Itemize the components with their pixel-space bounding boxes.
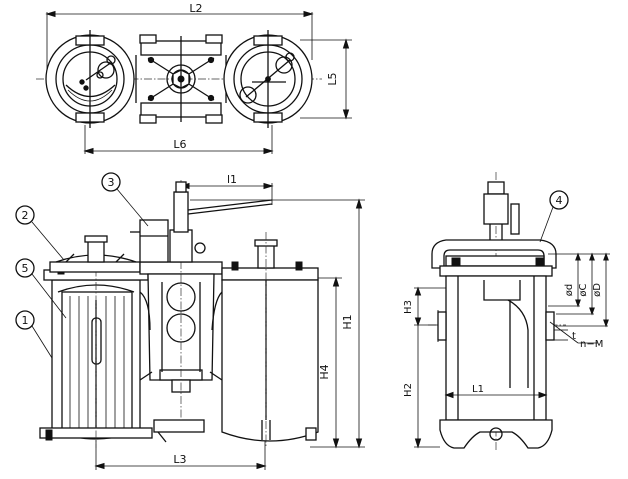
label-t: t bbox=[572, 331, 576, 342]
callout-4: 4 bbox=[539, 190, 569, 243]
callout-2: 2 bbox=[15, 205, 65, 261]
callout-4-label: 4 bbox=[556, 194, 563, 207]
callout-3: 3 bbox=[101, 172, 149, 227]
right-strainer-body bbox=[221, 232, 319, 448]
label-H3: H3 bbox=[403, 300, 414, 314]
dimension-L2: L2 bbox=[45, 2, 314, 80]
callout-2-label: 2 bbox=[22, 209, 29, 222]
dimension-L6: L6 bbox=[83, 125, 274, 155]
callout-5: 5 bbox=[15, 258, 67, 319]
left-strainer-body bbox=[39, 255, 153, 448]
callout-1-label: 1 bbox=[22, 314, 29, 327]
callout-1: 1 bbox=[15, 310, 53, 359]
label-l1: l1 bbox=[227, 173, 237, 186]
changeover-valve bbox=[130, 180, 273, 443]
dimension-L3: L3 bbox=[94, 440, 267, 470]
dimension-H3: H3 bbox=[403, 286, 446, 327]
label-D: øD bbox=[592, 283, 603, 297]
dimension-H1: H1 bbox=[190, 198, 365, 449]
left-cover bbox=[49, 235, 141, 273]
label-L3: L3 bbox=[173, 453, 186, 466]
right-housing-plan bbox=[223, 30, 313, 128]
leader-nM: n−M bbox=[549, 321, 603, 350]
label-H4: H4 bbox=[318, 364, 331, 379]
dimension-H2: H2 bbox=[403, 325, 440, 449]
label-d: ød bbox=[564, 284, 575, 296]
label-C: øC bbox=[578, 283, 589, 296]
label-L6: L6 bbox=[173, 138, 186, 151]
dimension-L1: L1 bbox=[444, 380, 548, 400]
callout-5-label: 5 bbox=[22, 262, 29, 275]
label-H1: H1 bbox=[341, 314, 354, 329]
dimension-H4: H4 bbox=[318, 276, 342, 449]
front-elevation: H1 H4 l1 L3 bbox=[15, 172, 365, 470]
side-elevation: H3 H2 L1 ød bbox=[403, 172, 610, 452]
dimension-diameters: ød øC øD bbox=[548, 252, 610, 328]
label-L2: L2 bbox=[189, 2, 202, 15]
label-H2: H2 bbox=[403, 383, 414, 397]
plan-view: L2 L5 L6 bbox=[36, 2, 352, 155]
center-valve-plan bbox=[135, 34, 227, 124]
callout-3-label: 3 bbox=[108, 176, 115, 189]
label-L1: L1 bbox=[472, 384, 484, 395]
label-nM: n−M bbox=[580, 339, 603, 350]
dimension-t: t bbox=[554, 329, 576, 342]
left-housing-plan bbox=[45, 30, 135, 128]
dimension-L5: L5 bbox=[300, 38, 352, 120]
label-L5: L5 bbox=[326, 72, 339, 85]
